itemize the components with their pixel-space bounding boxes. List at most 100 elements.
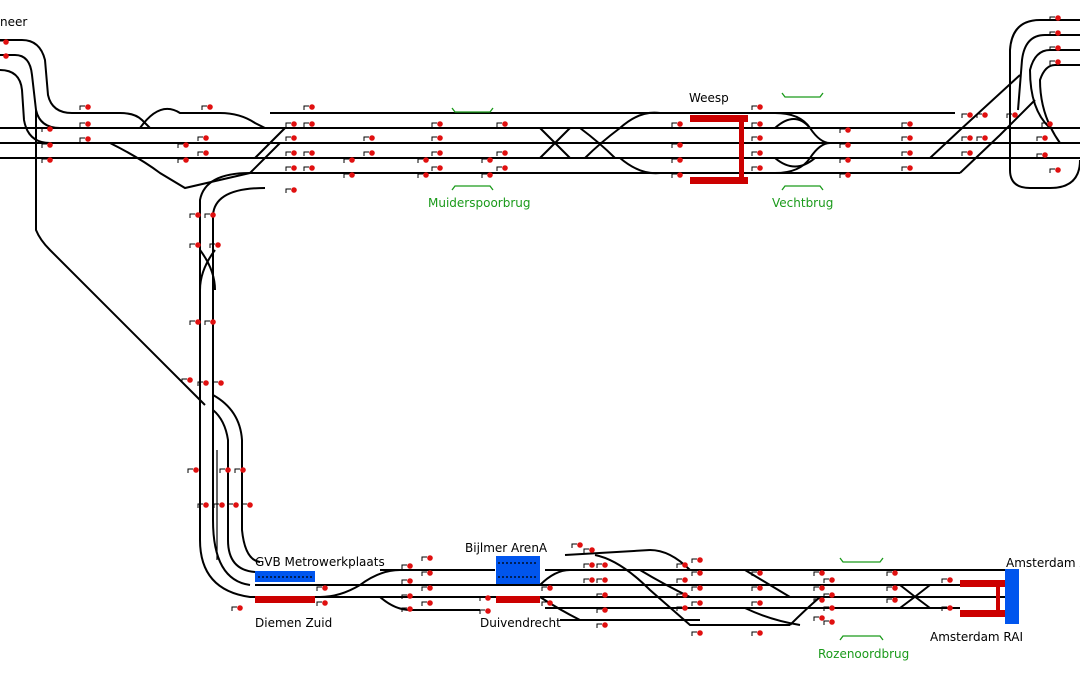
signal-1 [0,39,9,45]
signal-110 [691,570,703,576]
signal-97 [479,608,491,614]
label-rozenoordbrug: Rozenoordbrug [818,647,909,661]
signal-29 [431,150,443,156]
signal-89 [421,570,433,576]
signal-11 [197,150,209,156]
amsterdam-rai-platform [960,610,1005,617]
signal-26 [343,172,355,178]
signal-119 [751,585,763,591]
signal-121 [751,630,763,636]
label-weesp: Weesp [689,91,729,105]
signal-34 [496,150,508,156]
signal-113 [691,630,703,636]
signal-53 [901,150,913,156]
top-right-loop-tracks [1009,19,1080,189]
top-corridor-tracks [0,112,1080,174]
signal-84 [241,502,253,508]
signal-100 [571,542,583,548]
signal-133 [941,577,953,583]
duivendrecht-platform [496,596,540,603]
signal-35 [496,165,508,171]
amsterdam-zuid-block [1005,569,1019,624]
amsterdam-zuid-platform [960,580,1005,587]
signal-66 [1036,135,1048,141]
signal-10 [197,135,209,141]
signal-73 [189,319,201,325]
signal-75 [181,377,193,383]
signal-86 [316,585,328,591]
bijlmer-arena-block [496,556,540,584]
label-top-left-partial: neer [0,15,27,29]
signal-93 [401,578,413,584]
signal-56 [976,112,988,118]
signal-134 [941,605,953,611]
vechtbrug-bracket-top [781,92,824,98]
signal-99 [541,600,553,606]
label-bijlmer-arena: Bijlmer ArenA [465,541,548,555]
signal-57 [961,135,973,141]
vechtbrug-bracket-bottom [781,185,824,191]
signal-31 [417,157,429,163]
label-duivendrecht: Duivendrecht [480,616,561,630]
signal-6 [41,126,53,132]
weesp-platform-link [739,122,744,177]
signal-94 [401,593,413,599]
label-amsterdam-zuid: Amsterdam Z [1006,556,1080,570]
signal-68 [1049,167,1061,173]
signal-9 [201,104,213,110]
signal-127 [823,592,835,598]
label-amsterdam-rai: Amsterdam RAI [930,630,1023,644]
signal-114 [676,562,688,568]
signal-13 [177,157,189,163]
signal-90 [421,585,433,591]
signal-2 [0,53,9,59]
signal-76 [197,380,209,386]
signal-27 [431,121,443,127]
signal-25 [343,157,355,163]
signal-106 [596,592,608,598]
signal-50 [839,172,851,178]
signal-103 [583,577,595,583]
signal-78 [187,467,199,473]
signal-55 [961,112,973,118]
signal-131 [886,585,898,591]
signal-74 [204,319,216,325]
signal-72 [209,242,221,248]
signal-54 [901,165,913,171]
signal-43 [751,121,763,127]
signal-104 [596,562,608,568]
signal-20 [303,165,315,171]
label-vechtbrug: Vechtbrug [772,196,833,210]
signal-36 [481,157,493,163]
signal-112 [691,600,703,606]
signal-7 [41,142,53,148]
signal-130 [886,570,898,576]
signal-98 [541,585,553,591]
signal-102 [583,562,595,568]
signal-101 [583,547,595,553]
signal-44 [751,150,763,156]
signal-39 [671,142,683,148]
signal-58 [976,135,988,141]
signal-64 [1006,112,1018,118]
signal-62 [1049,45,1061,51]
signal-87 [316,600,328,606]
weesp-station [690,115,748,184]
signal-67 [1036,152,1048,158]
signal-16 [285,135,297,141]
signal-48 [839,142,851,148]
signal-4 [79,121,91,127]
signal-38 [671,121,683,127]
signal-107 [596,607,608,613]
signal-28 [431,135,443,141]
top-left-connection-tracks [0,39,266,406]
signal-69 [189,212,201,218]
signal-132 [886,597,898,603]
signal-23 [363,135,375,141]
signal-17 [303,121,315,127]
gvb-metrowerkplaats-block [255,571,315,582]
signal-109 [691,557,703,563]
signal-37 [481,172,493,178]
muiderspoorbrug-bracket-bottom [451,185,494,191]
signal-21 [285,165,297,171]
